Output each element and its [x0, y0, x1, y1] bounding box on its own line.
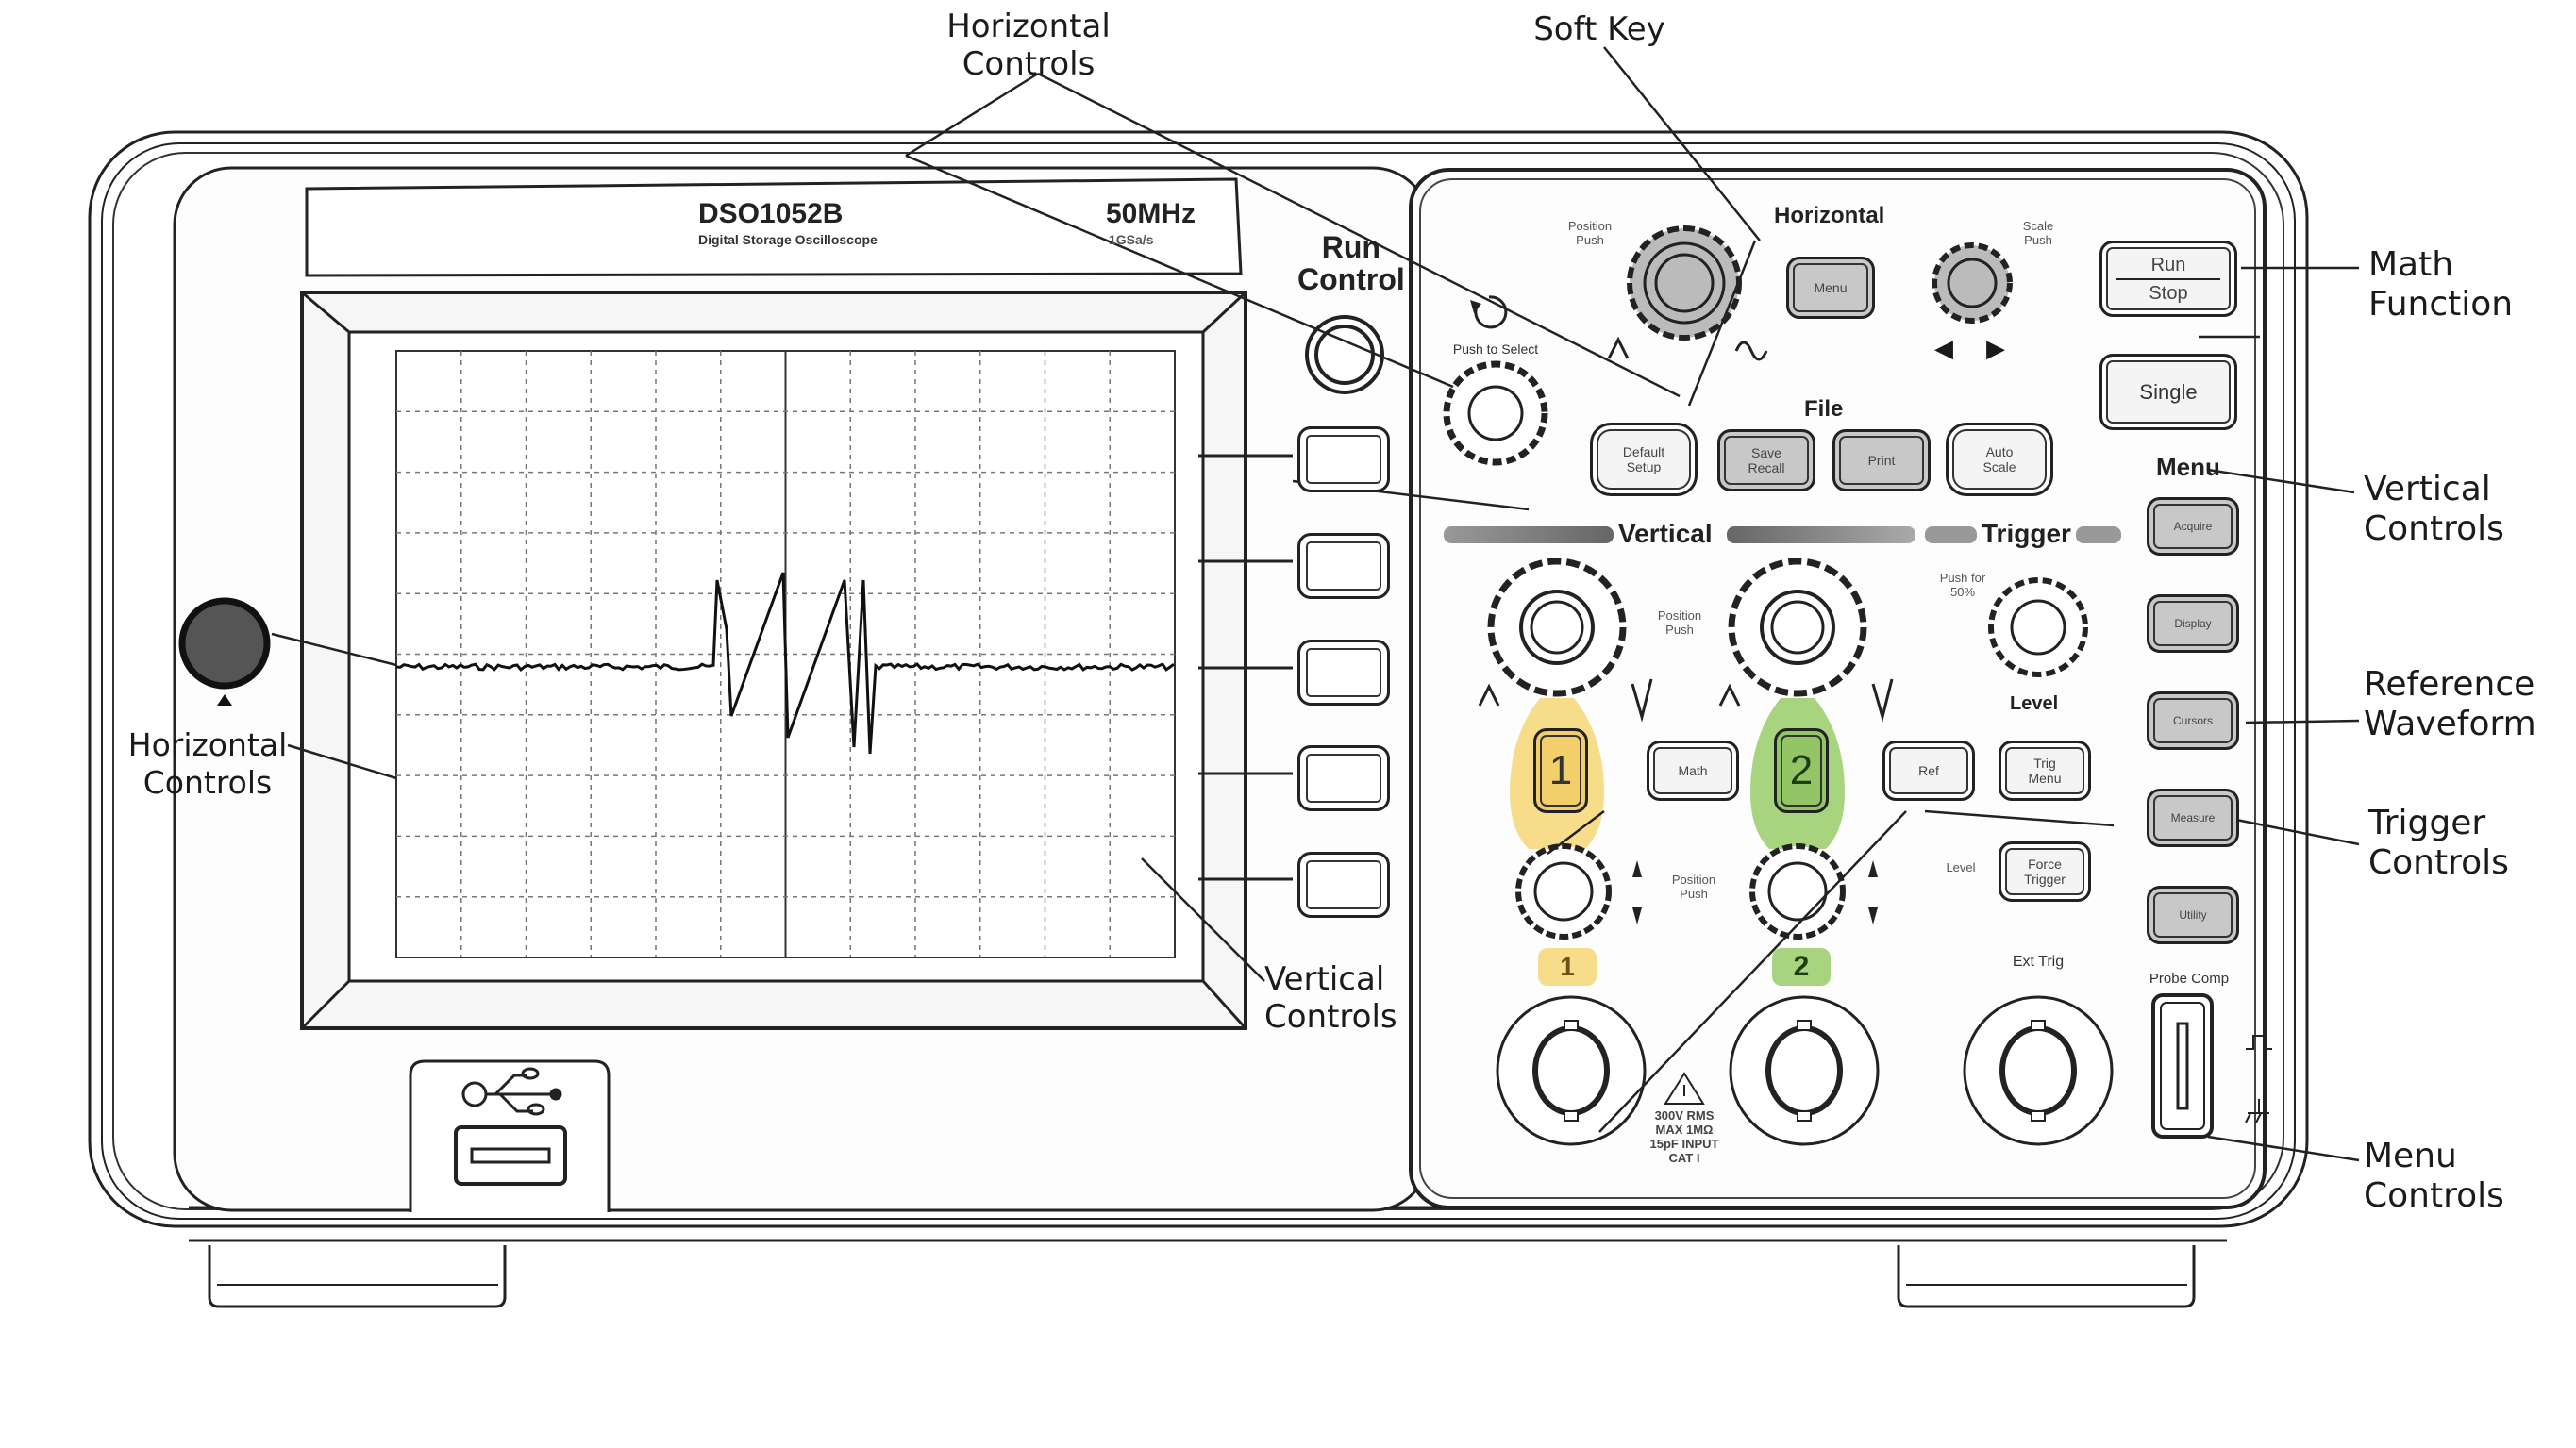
trigger-level-knob — [1988, 577, 2088, 677]
push-to-select-label: Push to Select — [1452, 341, 1539, 357]
trig-menu-button[interactable]: Trig Menu — [1999, 741, 2091, 801]
acquire-button[interactable]: Acquire — [2147, 497, 2239, 556]
file-section-title: File — [1804, 396, 1844, 422]
power-button — [178, 597, 271, 690]
horizontal-menu-button[interactable]: Menu — [1786, 257, 1875, 319]
right-foot — [1897, 1245, 2196, 1308]
callout-math-function: Math Function — [2368, 245, 2514, 324]
print-button[interactable]: Print — [1832, 429, 1931, 491]
trigger-level-side-label: Level — [1946, 860, 1976, 874]
ch2-position-knob — [1749, 843, 1846, 940]
bandwidth-label: 50MHz — [1106, 198, 1196, 229]
ch2-scale-knob — [1728, 558, 1867, 697]
ch2-input-badge: 2 — [1772, 948, 1831, 986]
single-button[interactable]: Single — [2099, 354, 2237, 430]
ext-trig-bnc-input — [1963, 995, 2114, 1146]
trigger-knob-label: Push for 50% — [1939, 571, 1986, 599]
usb-icon — [461, 1067, 562, 1116]
horizontal-position-label: Position Push — [1567, 219, 1613, 247]
menu-section-title: Menu — [2156, 453, 2220, 481]
measure-button[interactable]: Measure — [2147, 789, 2239, 847]
trigger-banner-left — [1925, 526, 1977, 543]
cursors-button[interactable]: Cursors — [2147, 691, 2239, 750]
softkey-5[interactable] — [1297, 852, 1390, 918]
warning-icon — [1664, 1072, 1705, 1105]
auto-scale-button[interactable]: Auto Scale — [1946, 423, 2053, 496]
display-button[interactable]: Display — [2147, 594, 2239, 653]
sample-rate-label: 1GSa/s — [1109, 232, 1154, 247]
input-warning-text: 300V RMS MAX 1MΩ 15pF INPUT CAT I — [1649, 1108, 1719, 1165]
callout-leader-lines — [271, 46, 2360, 1162]
callout-horizontal-controls-left: Horizontal Controls — [127, 726, 288, 801]
ch1-bnc-input — [1496, 995, 1647, 1146]
waveform-trace — [395, 572, 1175, 755]
callout-horizontal-controls-top: Horizontal Controls — [946, 8, 1111, 83]
callout-trigger-controls: Trigger Controls — [2368, 804, 2509, 882]
stop-label: Stop — [2149, 282, 2188, 304]
softkey-column — [1198, 454, 1293, 881]
rotate-icon — [1474, 295, 1508, 329]
run-label: Run — [2150, 254, 2186, 275]
trigger-level-label: Level — [2010, 693, 2059, 714]
math-button[interactable]: Math — [1647, 741, 1739, 801]
vertical-banner-right — [1727, 526, 1915, 543]
probe-comp-label: Probe Comp — [2149, 971, 2230, 987]
softkey-2[interactable] — [1297, 533, 1390, 599]
ground-icon — [2245, 1099, 2269, 1123]
ch1-position-knob — [1515, 843, 1612, 940]
trigger-section-title: Trigger — [1982, 519, 2071, 548]
position-push-label: Position Push — [1671, 873, 1716, 901]
model-label-strip — [305, 177, 1243, 277]
trigger-banner-right — [2076, 526, 2121, 543]
model-subtitle: Digital Storage Oscilloscope — [698, 232, 878, 247]
square-wave-icon — [2246, 1035, 2272, 1050]
run-stop-button[interactable]: Run Stop — [2099, 241, 2237, 317]
model-number: DSO1052B — [698, 198, 844, 229]
horizontal-section-title: Horizontal — [1774, 203, 1885, 228]
vertical-push-label: Position Push — [1657, 608, 1702, 637]
ch1-button[interactable]: 1 — [1533, 728, 1588, 813]
ref-button[interactable]: Ref — [1882, 741, 1975, 801]
softkey-4[interactable] — [1297, 745, 1390, 811]
left-foot — [208, 1245, 507, 1308]
arrow-left-icon: ◀ — [1934, 335, 1953, 363]
callout-reference-waveform: Reference Waveform — [2364, 665, 2536, 743]
run-stop-divider — [2116, 277, 2220, 280]
callout-vertical-controls-right: Vertical Controls — [2364, 470, 2504, 548]
utility-button[interactable]: Utility — [2147, 886, 2239, 944]
ch2-bnc-input — [1729, 995, 1880, 1146]
chassis-outer-ring — [101, 142, 2296, 1220]
callout-soft-key: Soft Key — [1533, 10, 1665, 48]
arrow-right-icon: ▶ — [1986, 335, 2005, 363]
save-recall-button[interactable]: Save Recall — [1717, 429, 1815, 491]
callout-menu-controls: Menu Controls — [2364, 1137, 2504, 1215]
run-control-label: Run Control — [1297, 230, 1405, 296]
ch2-button[interactable]: 2 — [1774, 728, 1829, 813]
horizontal-scale-label: Scale Push — [2022, 219, 2054, 247]
vertical-banner-left — [1444, 526, 1614, 543]
vertical-section-title: Vertical — [1618, 519, 1713, 548]
ext-trig-label: Ext Trig — [2012, 954, 2065, 970]
screen-graticule — [395, 350, 1176, 958]
softkey-3[interactable] — [1297, 640, 1390, 706]
callout-vertical-controls-screen: Vertical Controls — [1264, 960, 1397, 1036]
force-trigger-button[interactable]: Force Trigger — [1999, 841, 2091, 902]
softkey-1[interactable] — [1297, 426, 1390, 492]
default-setup-button[interactable]: Default Setup — [1590, 423, 1698, 496]
ch1-scale-knob — [1487, 558, 1627, 697]
ch1-input-badge: 1 — [1538, 948, 1597, 986]
